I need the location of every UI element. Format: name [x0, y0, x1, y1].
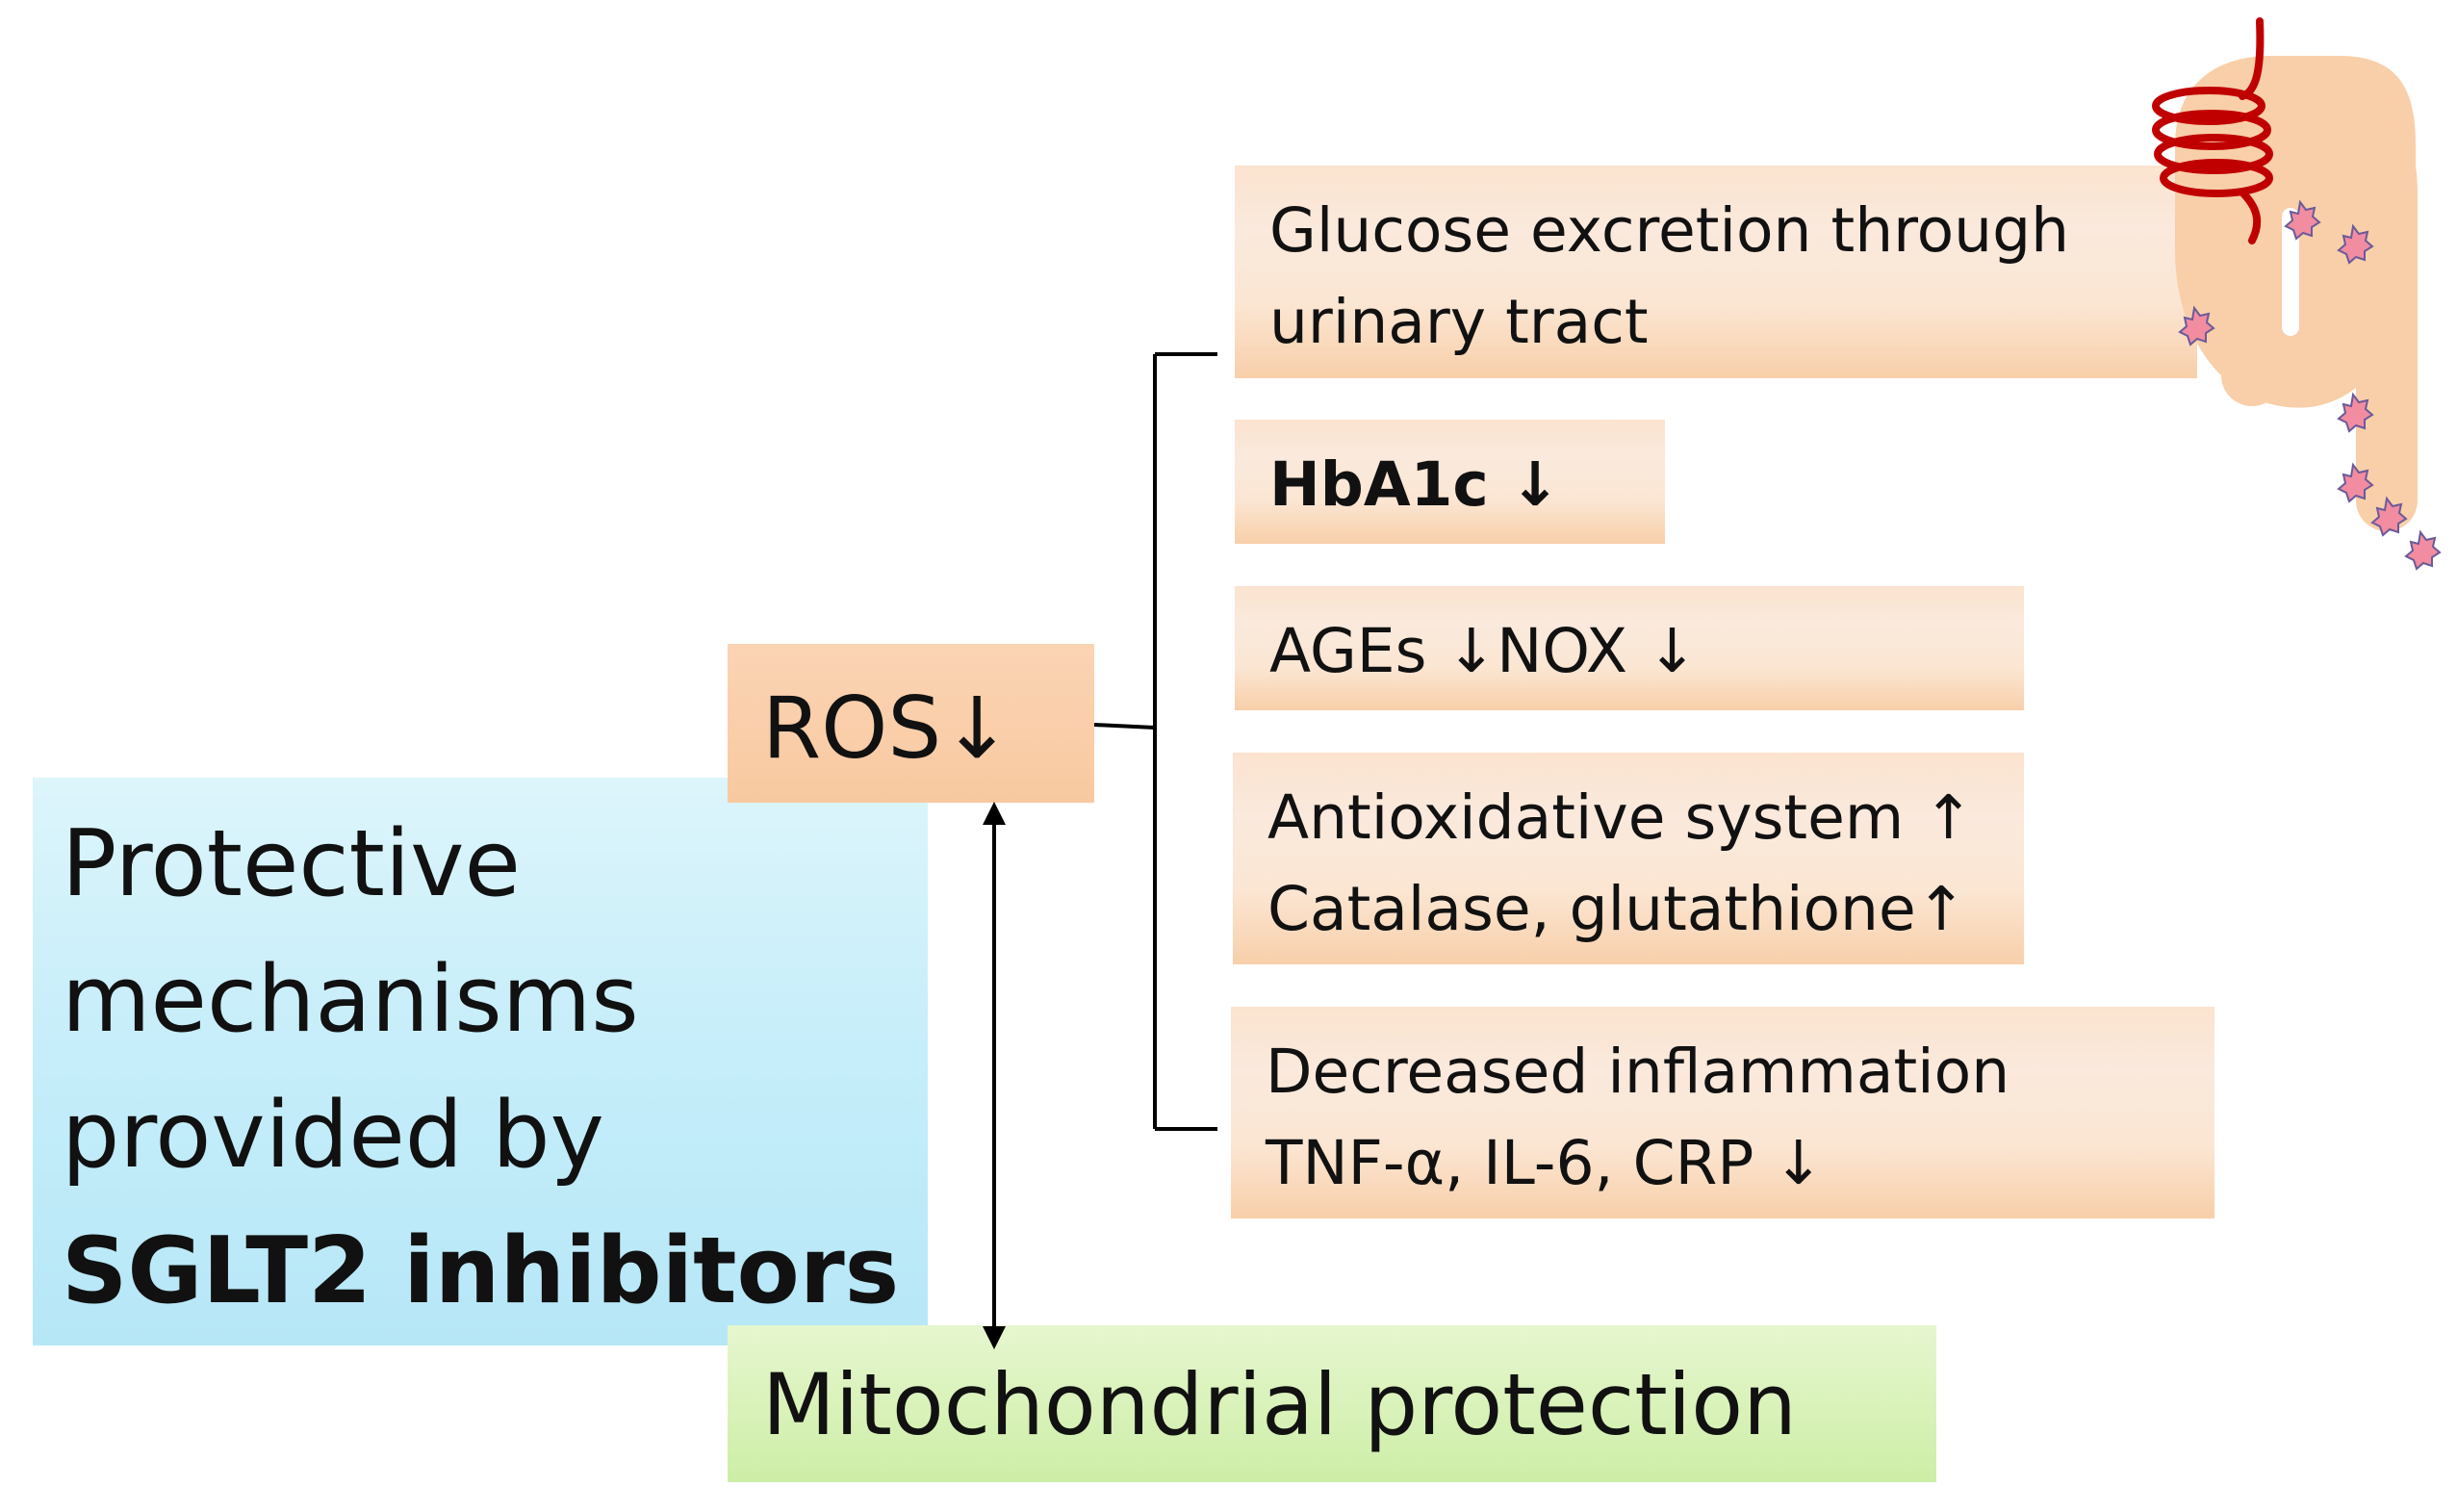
effect-antioxidative-line-2: Catalase, glutathione↑ — [1267, 874, 1967, 944]
effect-inflammation-line-1: Decreased inflammation — [1266, 1037, 2010, 1107]
effect-glucose-excretion-text: Glucose excretion through urinary tract — [1235, 177, 2069, 368]
effect-inflammation-text: Decreased inflammation TNF-α, IL-6, CRP … — [1231, 1018, 2009, 1209]
effect-glucose-excretion-line-2: urinary tract — [1269, 287, 1649, 357]
effect-inflammation-line-2: TNF-α, IL-6, CRP ↓ — [1266, 1128, 1825, 1198]
glomerulus-coil — [2152, 17, 2273, 244]
main-title-box: Protective mechanisms provided by SGLT2 … — [33, 778, 928, 1345]
bracket-connector — [1093, 352, 1217, 1131]
mitochondrial-protection-box: Mitochondrial protection — [728, 1325, 1936, 1482]
effect-box-ages-nox: AGEs ↓NOX ↓ — [1235, 586, 2024, 710]
effect-antioxidative-line-1: Antioxidative system ↑ — [1267, 782, 1975, 853]
main-title-line-4: SGLT2 inhibitors — [62, 1218, 900, 1324]
main-title: Protective mechanisms provided by SGLT2 … — [62, 797, 899, 1340]
main-title-line-3: provided by — [62, 1083, 604, 1189]
ros-box: ROS↓ — [728, 644, 1094, 803]
ros-label: ROS↓ — [762, 679, 1013, 778]
effect-box-inflammation: Decreased inflammation TNF-α, IL-6, CRP … — [1231, 1007, 2214, 1218]
effect-hba1c-text: HbA1c ↓ — [1269, 449, 1561, 520]
effect-box-glucose-excretion: Glucose excretion through urinary tract — [1235, 166, 2197, 378]
main-title-line-2: mechanisms — [62, 947, 639, 1053]
effect-antioxidative-text: Antioxidative system ↑ Catalase, glutath… — [1233, 764, 1974, 955]
glucose-dots — [2178, 199, 2442, 571]
nephron-icon — [2152, 17, 2442, 571]
effect-ages-nox-text: AGEs ↓NOX ↓ — [1269, 616, 1698, 686]
mitochondrial-protection-label: Mitochondrial protection — [762, 1355, 1797, 1454]
effect-box-antioxidative: Antioxidative system ↑ Catalase, glutath… — [1233, 753, 2024, 964]
main-title-line-1: Protective — [62, 811, 521, 917]
effect-box-hba1c: HbA1c ↓ — [1235, 420, 1665, 544]
effect-glucose-excretion-line-1: Glucose excretion through — [1269, 195, 2070, 266]
